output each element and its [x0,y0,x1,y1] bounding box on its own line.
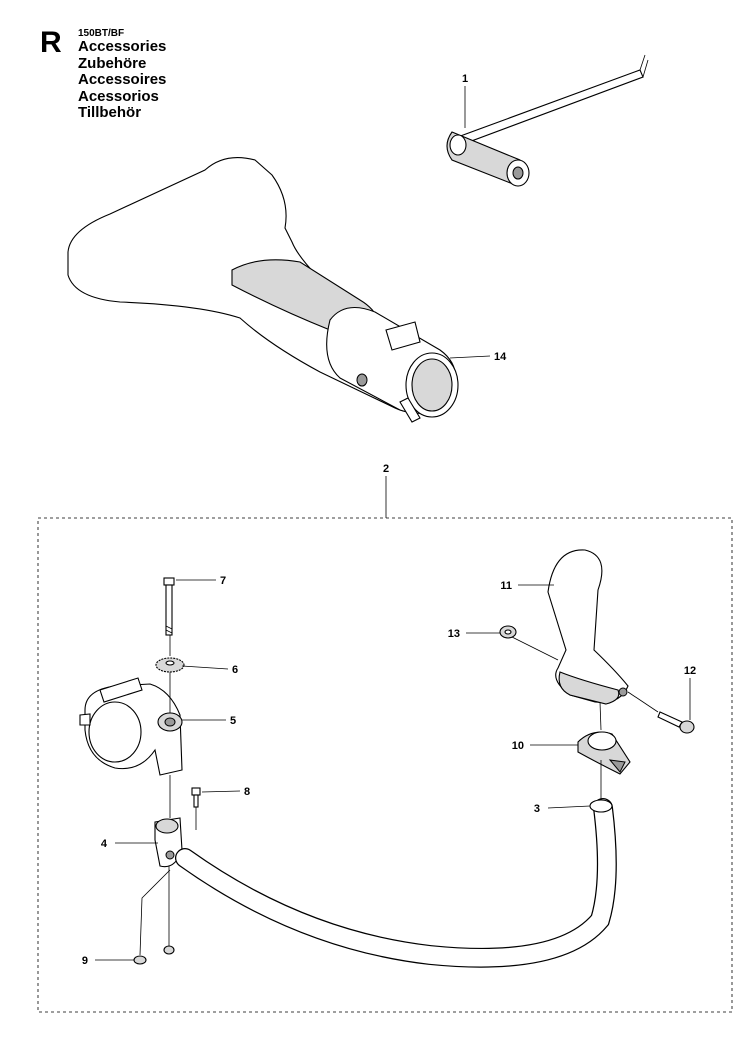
assembly-lines [139,635,659,956]
callout-11: 11 [500,580,512,592]
callout-14: 14 [494,351,507,363]
title-german: Zubehöre [78,54,147,72]
callout-6: 6 [232,664,238,676]
callout-12: 12 [684,665,696,677]
loop-handle-bar-part [175,798,617,968]
callout-2: 2 [383,463,389,475]
grip-bolt-part [657,711,695,734]
callout-10: 10 [512,740,524,752]
section-letter: R [40,26,62,59]
blower-nozzle-part [67,157,459,423]
grip-clamp-part [577,731,631,775]
callout-8: 8 [244,786,250,798]
title-portuguese: Acessorios [78,87,159,105]
screw-part [191,787,201,808]
grip-handle-part [547,549,629,705]
callout-9: 9 [82,955,88,967]
callout-1: 1 [462,73,468,85]
t-wrench-part [446,54,649,187]
callout-5: 5 [230,715,236,727]
callout-7: 7 [220,575,226,587]
model-number: 150BT/BF [78,28,125,39]
callout-13: 13 [448,628,460,640]
clamp-part [79,677,183,776]
handle-bracket-part [154,817,183,868]
toothed-washer-part [155,657,185,673]
leader-lines [95,86,691,961]
section-titles: Accessories Zubehöre Accessoires Acessor… [78,38,167,122]
title-swedish: Tillbehör [78,104,142,121]
callout-4: 4 [101,838,108,850]
small-nut-part [499,625,517,639]
callout-labels: 1 2 3 4 5 6 7 8 9 10 11 12 13 14 [82,73,696,967]
title-english: Accessories [78,38,167,55]
callout-3: 3 [534,803,540,815]
title-french: Accessoires [78,71,167,88]
bolt-part [163,577,175,636]
